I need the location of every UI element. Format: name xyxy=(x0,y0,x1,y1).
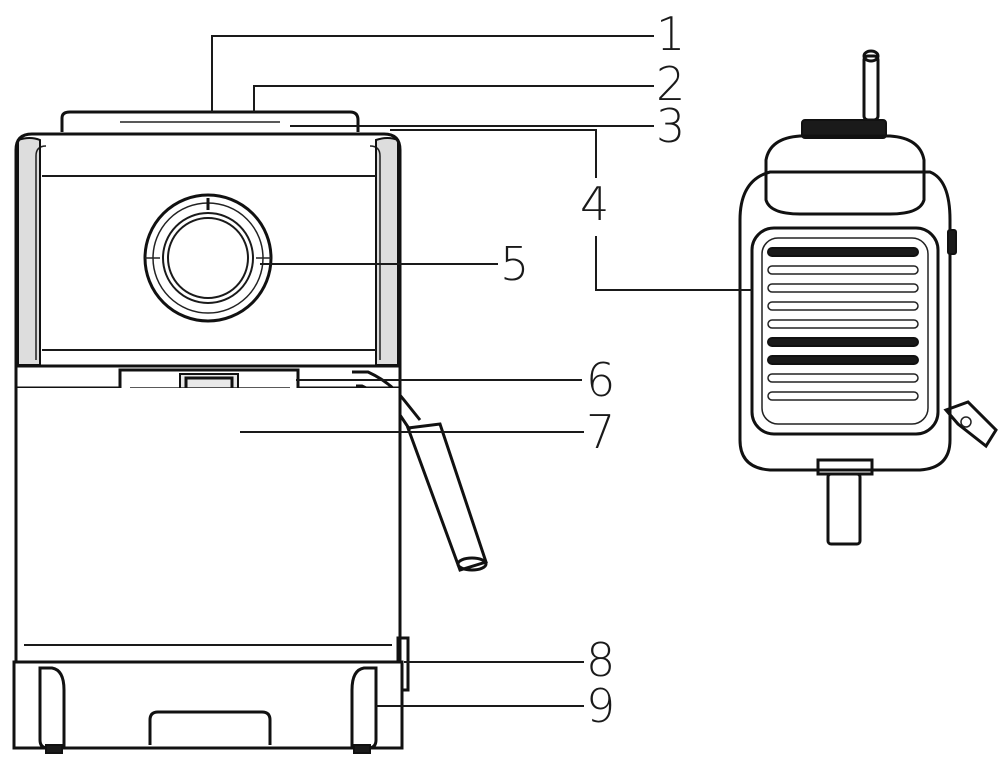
upper-housing xyxy=(14,132,402,372)
callout-1: 1 xyxy=(656,7,685,61)
callout-3: 3 xyxy=(656,99,685,153)
callout-8: 8 xyxy=(586,633,615,687)
top-spout xyxy=(801,49,887,139)
lower-housing xyxy=(14,388,410,692)
top-cover xyxy=(60,110,360,132)
leader-line-1 xyxy=(211,35,654,112)
side-view xyxy=(738,49,998,546)
leader-line-4a xyxy=(390,129,597,178)
callout-7: 7 xyxy=(586,405,615,459)
drip-tray xyxy=(12,660,404,754)
side-button xyxy=(947,229,957,255)
side-body xyxy=(738,134,952,472)
callout-5: 5 xyxy=(500,237,529,291)
control-knob xyxy=(143,193,273,323)
leader-line-4b xyxy=(595,236,752,291)
leader-lines xyxy=(211,35,752,707)
side-steam-knob xyxy=(943,400,998,449)
callout-6: 6 xyxy=(586,353,615,407)
bottom-spout xyxy=(816,458,874,546)
leader-line-2 xyxy=(253,85,654,112)
callout-4: 4 xyxy=(580,177,609,231)
callout-9: 9 xyxy=(586,679,615,733)
front-view xyxy=(12,110,488,754)
callout-numbers: 1 2 3 4 5 6 7 8 9 xyxy=(500,7,685,733)
callout-2: 2 xyxy=(656,57,685,111)
side-grille xyxy=(767,247,919,401)
